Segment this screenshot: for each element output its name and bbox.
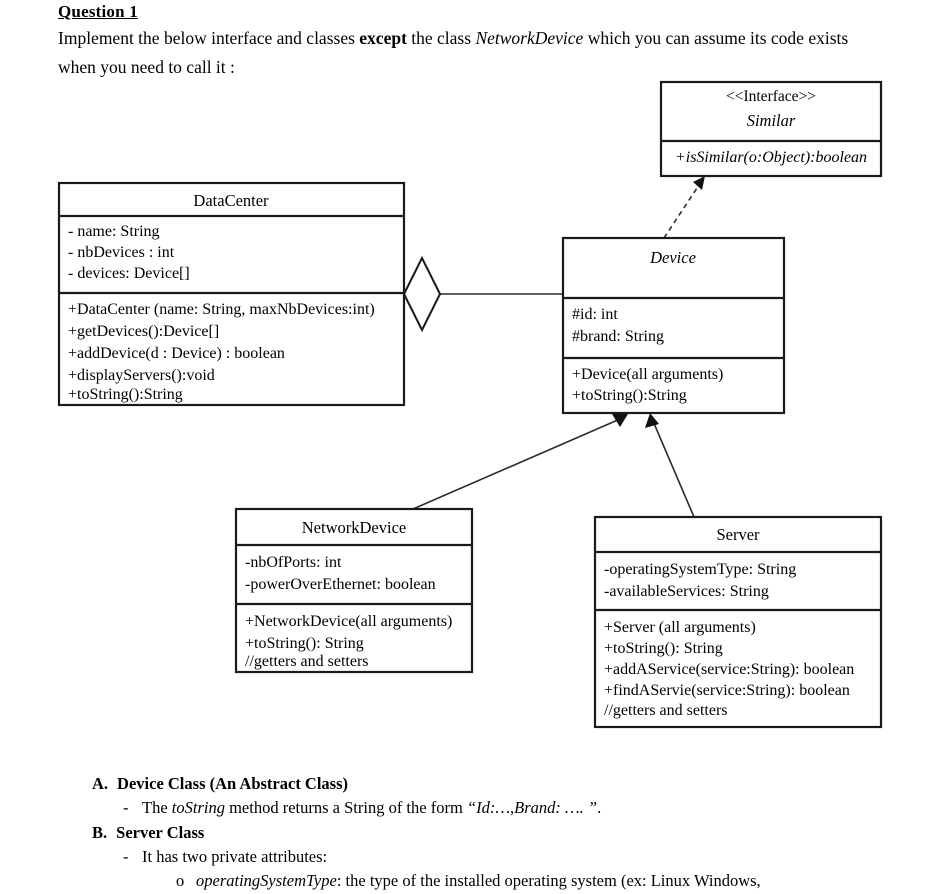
realization-arrowhead-icon: [693, 176, 705, 190]
req-a-b0-italic2: “Id:…,Brand: …. ”: [466, 798, 598, 817]
req-a-b0-mid: method returns a String of the form: [224, 798, 467, 817]
bullet-circle-icon: o: [176, 871, 185, 890]
server-method-0: +Server (all arguments): [604, 619, 756, 636]
inheritance-arrowhead-networkdevice-icon: [612, 414, 628, 427]
intro-suffix: which you can assume its code exists whe…: [58, 28, 849, 77]
requirement-b-letter: B.: [92, 823, 108, 842]
requirement-b-title: Server Class: [116, 823, 205, 842]
server-method-4: //getters and setters: [604, 702, 728, 719]
intro-mid: the class: [406, 28, 476, 48]
requirement-item-a: A. Device Class (An Abstract Class) - Th…: [92, 772, 942, 820]
similar-method-0: +isSimilar(o:Object):boolean: [675, 149, 867, 166]
networkdevice-attribute-1: -powerOverEthernet: boolean: [245, 576, 436, 593]
requirement-b-subbullet-0: o operatingSystemType: the type of the i…: [176, 869, 942, 893]
datacenter-method-4: +toString():String: [68, 386, 183, 403]
question-intro: Implement the below interface and classe…: [58, 24, 868, 82]
server-attribute-0: -operatingSystemType: String: [604, 561, 796, 578]
networkdevice-attribute-0: -nbOfPorts: int: [245, 554, 342, 571]
inheritance-arrowhead-server-icon: [645, 413, 659, 428]
datacenter-attribute-0: - name: String: [68, 223, 160, 240]
requirement-a-title: Device Class (An Abstract Class): [117, 774, 349, 793]
datacenter-method-2: +addDevice(d : Device) : boolean: [68, 345, 285, 362]
uml-class-similar: <<Interface>> Similar +isSimilar(o:Objec…: [659, 80, 883, 178]
requirement-a-letter: A.: [92, 774, 109, 793]
networkdevice-method-1: +toString(): String: [245, 635, 364, 652]
intro-prefix: Implement the below interface and classe…: [58, 28, 360, 48]
intro-networkdevice-italic: NetworkDevice: [475, 28, 584, 48]
realization-line-device-similar: [663, 181, 702, 239]
networkdevice-method-2: //getters and setters: [245, 653, 369, 670]
networkdevice-method-0: +NetworkDevice(all arguments): [245, 613, 452, 630]
uml-class-server: Server -operatingSystemType: String -ava…: [593, 515, 883, 729]
device-class-name: Device: [649, 248, 696, 267]
datacenter-attribute-2: - devices: Device[]: [68, 265, 190, 282]
datacenter-method-3: +displayServers():void: [68, 367, 215, 384]
server-class-name: Server: [716, 525, 760, 544]
server-method-3: +findAServie(service:String): boolean: [604, 682, 850, 699]
device-attribute-0: #id: int: [572, 306, 618, 323]
req-a-b0-prefix: The: [142, 798, 172, 817]
requirement-b-bullet-0: - It has two private attributes:: [123, 845, 942, 869]
similar-stereotype: <<Interface>>: [726, 88, 816, 105]
requirement-b-bullet-0-text: It has two private attributes:: [142, 847, 328, 866]
uml-class-datacenter: DataCenter - name: String - nbDevices : …: [57, 181, 406, 407]
networkdevice-class-name: NetworkDevice: [302, 518, 406, 537]
datacenter-class-name: DataCenter: [193, 191, 269, 210]
requirement-b-subbullet-0-text: operatingSystemType: the type of the ins…: [196, 869, 761, 893]
req-b-sb0-italic: operatingSystemType: [196, 871, 337, 890]
inheritance-line-server-device: [652, 420, 695, 518]
server-attribute-1: -availableServices: String: [604, 583, 769, 600]
req-a-b0-suffix: .: [597, 798, 602, 817]
requirement-a-bullet-0: - The toString method returns a String o…: [123, 796, 942, 820]
bullet-dash-icon: -: [123, 798, 129, 817]
similar-class-name: Similar: [747, 111, 796, 130]
uml-class-device: Device #id: int #brand: String +Device(a…: [561, 236, 786, 415]
device-method-0: +Device(all arguments): [572, 366, 723, 383]
datacenter-method-0: +DataCenter (name: String, maxNbDevices:…: [68, 301, 375, 318]
inheritance-line-networkdevice-device: [412, 418, 621, 510]
datacenter-attribute-1: - nbDevices : int: [68, 244, 175, 261]
intro-except-bold: except: [359, 28, 407, 48]
aggregation-diamond-icon: [402, 255, 442, 333]
requirement-a-bullet-0-text: The toString method returns a String of …: [142, 796, 601, 820]
req-b-sb0-text: : the type of the installed operating sy…: [336, 871, 761, 890]
uml-class-diagram: <<Interface>> Similar +isSimilar(o:Objec…: [57, 80, 883, 729]
req-a-b0-italic: toString: [171, 798, 225, 817]
uml-class-networkdevice: NetworkDevice -nbOfPorts: int -powerOver…: [234, 507, 474, 674]
server-method-2: +addAService(service:String): boolean: [604, 661, 854, 678]
server-method-1: +toString(): String: [604, 640, 723, 657]
datacenter-method-1: +getDevices():Device[]: [68, 323, 219, 340]
bullet-dash-icon: -: [123, 847, 129, 866]
requirements-list: A. Device Class (An Abstract Class) - Th…: [92, 772, 942, 894]
requirement-item-b: B. Server Class - It has two private att…: [92, 821, 942, 893]
question-heading: Question 1: [58, 2, 138, 21]
device-attribute-1: #brand: String: [572, 328, 664, 345]
device-method-1: +toString():String: [572, 387, 687, 404]
